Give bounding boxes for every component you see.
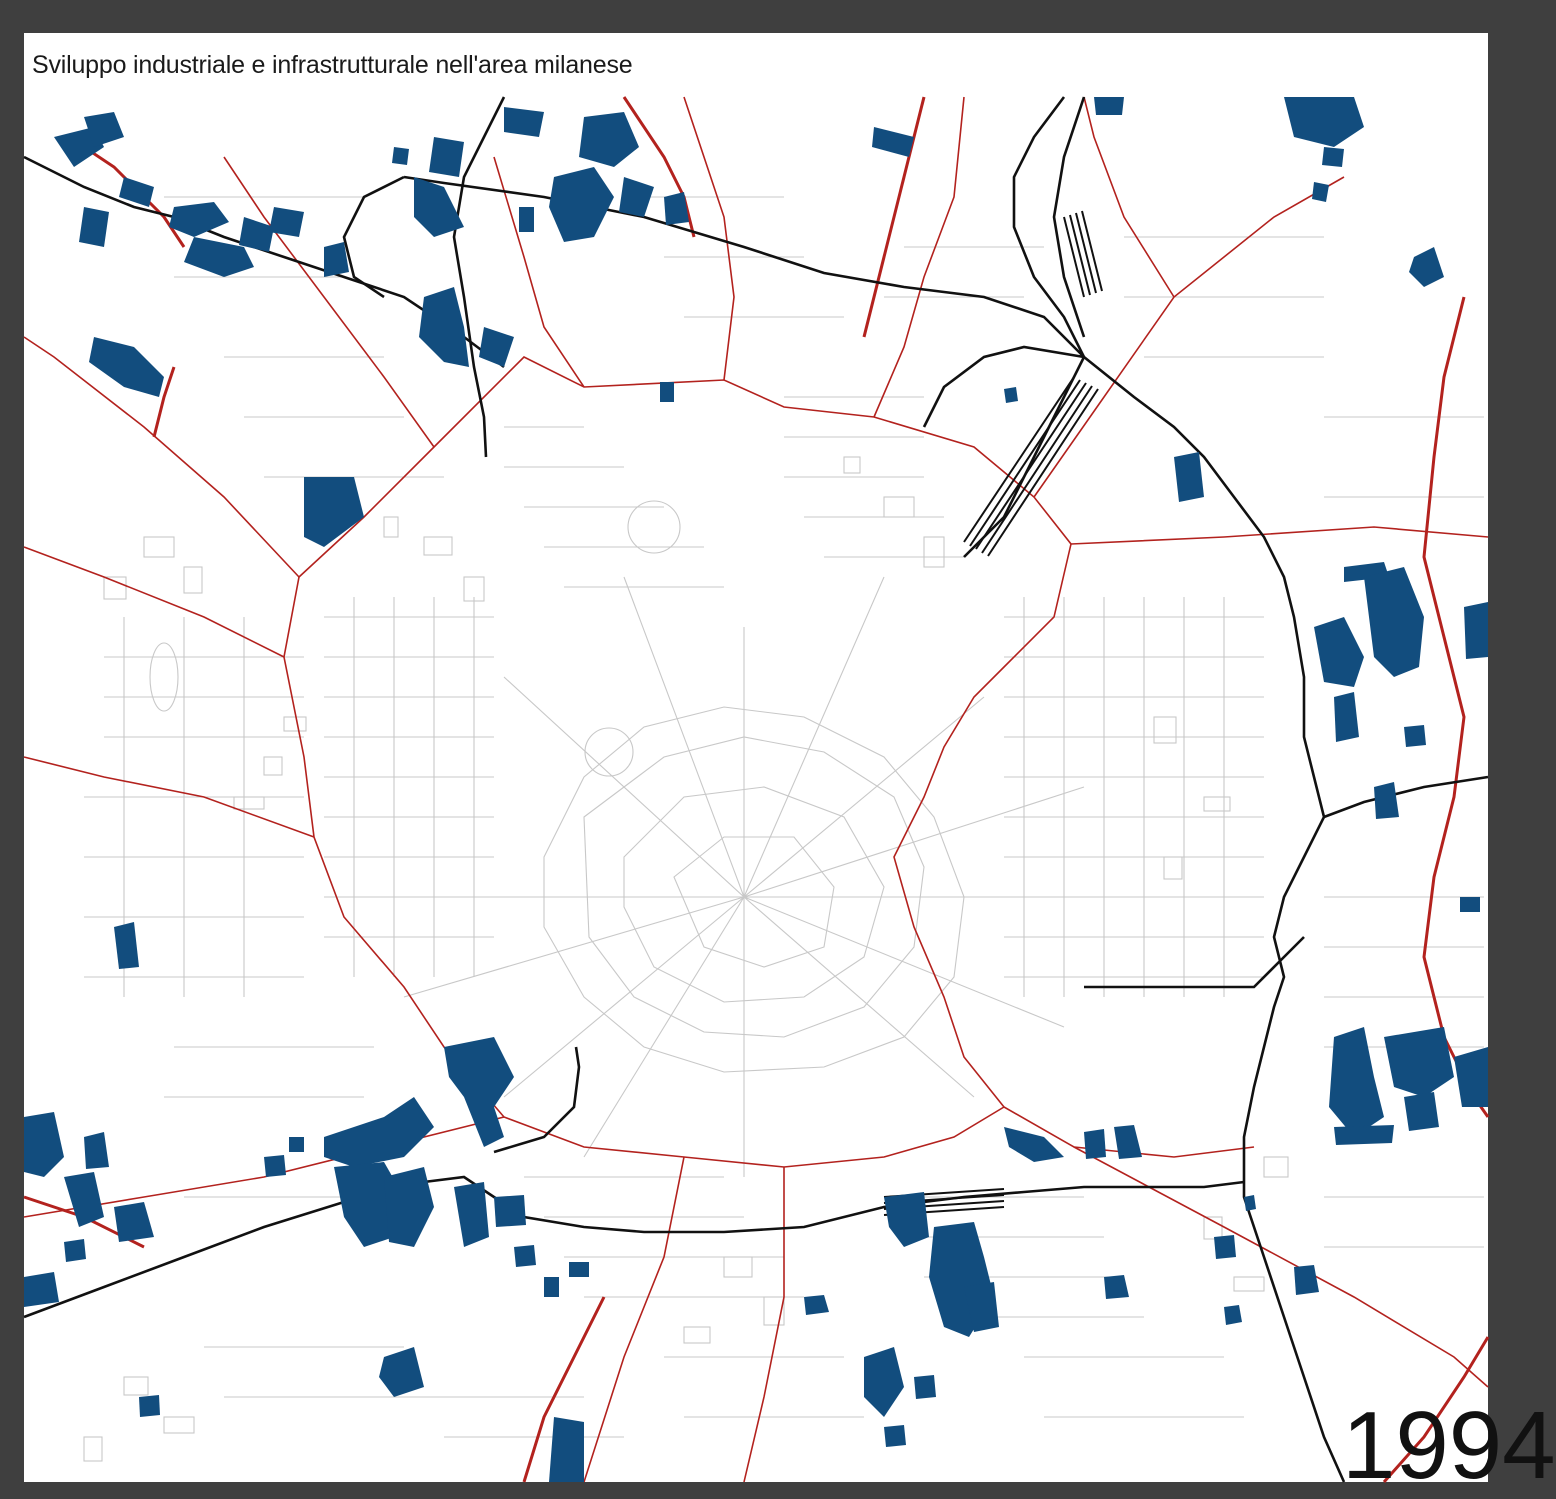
industrial-areas-layer xyxy=(24,97,1488,1482)
rail-yard xyxy=(883,210,1103,1216)
ring-road xyxy=(23,96,1490,1483)
map-panel: Sviluppo industriale e infrastrutturale … xyxy=(23,33,1556,1494)
map-canvas[interactable] xyxy=(23,96,1490,1483)
map-title: Sviluppo industriale e infrastrutturale … xyxy=(32,51,633,79)
year-label: 1994 xyxy=(1342,1392,1556,1499)
main-roads-layer xyxy=(23,96,1489,1483)
street-blocks-layer xyxy=(83,196,1484,1462)
